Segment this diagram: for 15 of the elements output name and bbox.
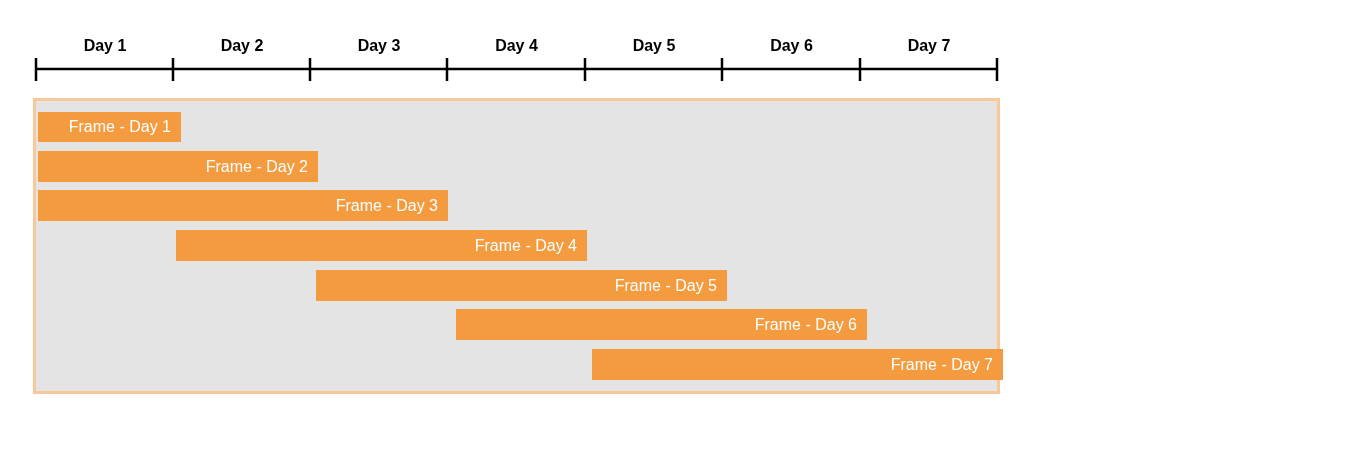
frame-bar: Frame - Day 1 xyxy=(38,112,181,142)
day-label: Day 6 xyxy=(769,37,814,55)
day-label: Day 7 xyxy=(906,37,952,55)
timeline-panel xyxy=(33,98,1000,394)
frame-bar: Frame - Day 2 xyxy=(38,151,318,182)
frame-bar: Frame - Day 4 xyxy=(176,230,587,261)
day-label: Day 1 xyxy=(82,37,128,55)
day-label: Day 2 xyxy=(219,37,265,55)
day-label: Day 5 xyxy=(631,37,677,55)
day-label: Day 3 xyxy=(356,37,402,55)
frame-bar: Frame - Day 7 xyxy=(592,349,1003,380)
frame-bar: Frame - Day 5 xyxy=(316,270,727,301)
frame-bar: Frame - Day 3 xyxy=(38,190,448,221)
day-label: Day 4 xyxy=(494,37,539,55)
frame-bar: Frame - Day 6 xyxy=(456,309,867,340)
